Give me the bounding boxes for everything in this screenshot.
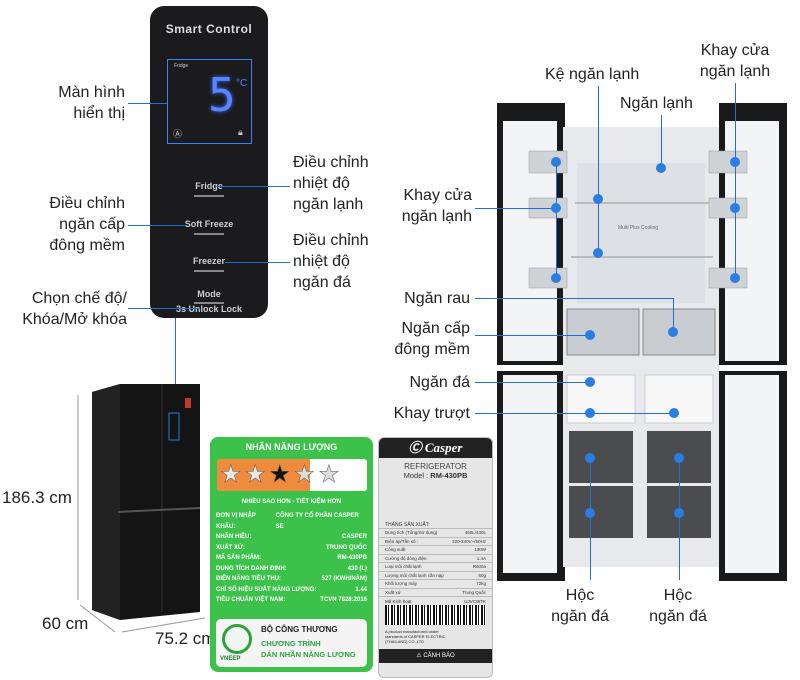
- star-icon: ★: [220, 461, 242, 489]
- spec-row: Điện áp/Tần số :220-240V~/50Hz: [379, 538, 492, 546]
- label-freezer: Ngăn đá: [409, 374, 471, 391]
- label-sliding-tray: Khay trượt: [393, 405, 470, 422]
- callout-dot: [585, 408, 595, 418]
- soft-freeze-button[interactable]: Soft Freeze: [184, 219, 234, 229]
- ai-icon: Ⓐ: [173, 129, 183, 139]
- spec-label: Ⓒ Casper REFRIGERATOR Model : RM-430PB T…: [378, 437, 493, 678]
- label-mode: Chọn chế độ/Khóa/Mở khóa: [22, 290, 127, 328]
- dimension-height: 186.3 cm: [2, 488, 72, 507]
- star-rating: ★★★★★: [217, 459, 367, 491]
- model: Model : RM-430PB: [403, 471, 468, 480]
- callout-dot: [669, 408, 679, 418]
- callout-dot: [551, 203, 561, 213]
- lock-button[interactable]: 3s Unlock Lock: [175, 304, 243, 314]
- display-unit: °C: [236, 78, 248, 89]
- energy-row: NHÃN HIỆU:CASPER: [216, 534, 367, 540]
- display-digit: 5: [208, 68, 236, 122]
- star-icon: ★: [318, 461, 340, 489]
- warning-bar: ⚠ CẢNH BÁO: [379, 649, 492, 663]
- date-label: THÁNG SẢN XUẤT:: [379, 522, 492, 529]
- callout-dot: [674, 453, 684, 463]
- callout-dot: [585, 453, 595, 463]
- control-panel: Smart Control Fridge Soft Freeze Freezer…: [150, 6, 268, 318]
- callout-dot: [730, 157, 740, 167]
- callout-dot: [674, 508, 684, 518]
- label-crisper: Ngăn rau: [404, 290, 470, 307]
- callout-dot: [593, 194, 603, 204]
- lock-icon: 🔒︎: [238, 127, 243, 137]
- energy-row: MÃ SẢN PHẨM:RM-430PB: [216, 555, 367, 561]
- label-fridge-compartment: Ngăn lạnh: [620, 95, 693, 112]
- manufacturer-text: A product manufactured under standards o…: [385, 629, 446, 644]
- spec-row: Dung tích (Tổng/Sử dụng)450L/430L: [379, 529, 492, 538]
- callout-dot: [551, 157, 561, 167]
- callout-dot: [551, 273, 561, 283]
- vneep-box: VNEEP BỘ CÔNG THƯƠNG CHƯƠNG TRÌNH DÁN NH…: [216, 619, 367, 667]
- energy-slogan: NHIỀU SAO HƠN - TIẾT KIỆM HƠN: [241, 499, 342, 505]
- callout-dot: [730, 203, 740, 213]
- callout-dot: [585, 377, 595, 387]
- fridge-exterior-image: [77, 384, 206, 633]
- freezer-button[interactable]: Freezer: [192, 256, 226, 266]
- product-type: REFRIGERATOR: [404, 462, 467, 471]
- callout-dot: [656, 163, 666, 173]
- callout-dot: [585, 508, 595, 518]
- panel-title: Smart Control: [165, 22, 253, 36]
- energy-row: ĐƠN VỊ NHẬP KHẨU:CÔNG TY CỔ PHẦN CASPER …: [216, 513, 359, 530]
- energy-label: NHÃN NĂNG LƯỢNG ★★★★★ NHIỀU SAO HƠN - TI…: [210, 437, 373, 672]
- energy-row: ĐIỆN NĂNG TIÊU THỤ:527 (KWH/NĂM): [216, 576, 367, 582]
- energy-row: CHỈ SỐ HIỆU SUẤT NĂNG LƯỢNG:1.44: [216, 586, 367, 593]
- dimension-width: 75.2 cm: [155, 629, 216, 648]
- display-mode: Fridge: [174, 63, 189, 69]
- energy-label-title: NHÃN NĂNG LƯỢNG: [245, 442, 338, 452]
- star-icon: ★: [244, 461, 267, 489]
- dimension-depth: 60 cm: [42, 614, 89, 633]
- energy-row: XUẤT XỨ:TRUNG QUỐC: [216, 544, 367, 551]
- energy-row: TIÊU CHUẨN VIỆT NAM:TCVN 7828:2016: [216, 597, 367, 603]
- mode-button[interactable]: Mode: [197, 289, 221, 299]
- barcode: [385, 605, 486, 625]
- interior-text: Multi Plus Cooling: [618, 225, 659, 231]
- display-screen: Fridge 5 °C Ⓐ 🔒︎: [167, 59, 252, 144]
- casper-logo: Ⓒ Casper: [379, 438, 492, 458]
- callout-dot: [593, 248, 603, 258]
- label-shelf: Kệ ngăn lạnh: [545, 66, 640, 83]
- ministry-text: BỘ CÔNG THƯƠNG: [261, 625, 338, 634]
- callout-dot: [668, 327, 678, 337]
- fridge-interior-image: [497, 103, 787, 581]
- callout-dot: [585, 330, 595, 340]
- vneep-logo-icon: [222, 624, 252, 654]
- star-icon: ★: [293, 461, 316, 489]
- star-icon: ★: [269, 461, 291, 489]
- fridge-button[interactable]: Fridge: [195, 181, 223, 191]
- energy-row: DUNG TÍCH DANH ĐỊNH:430 (L): [216, 565, 367, 572]
- callout-dot: [730, 273, 740, 283]
